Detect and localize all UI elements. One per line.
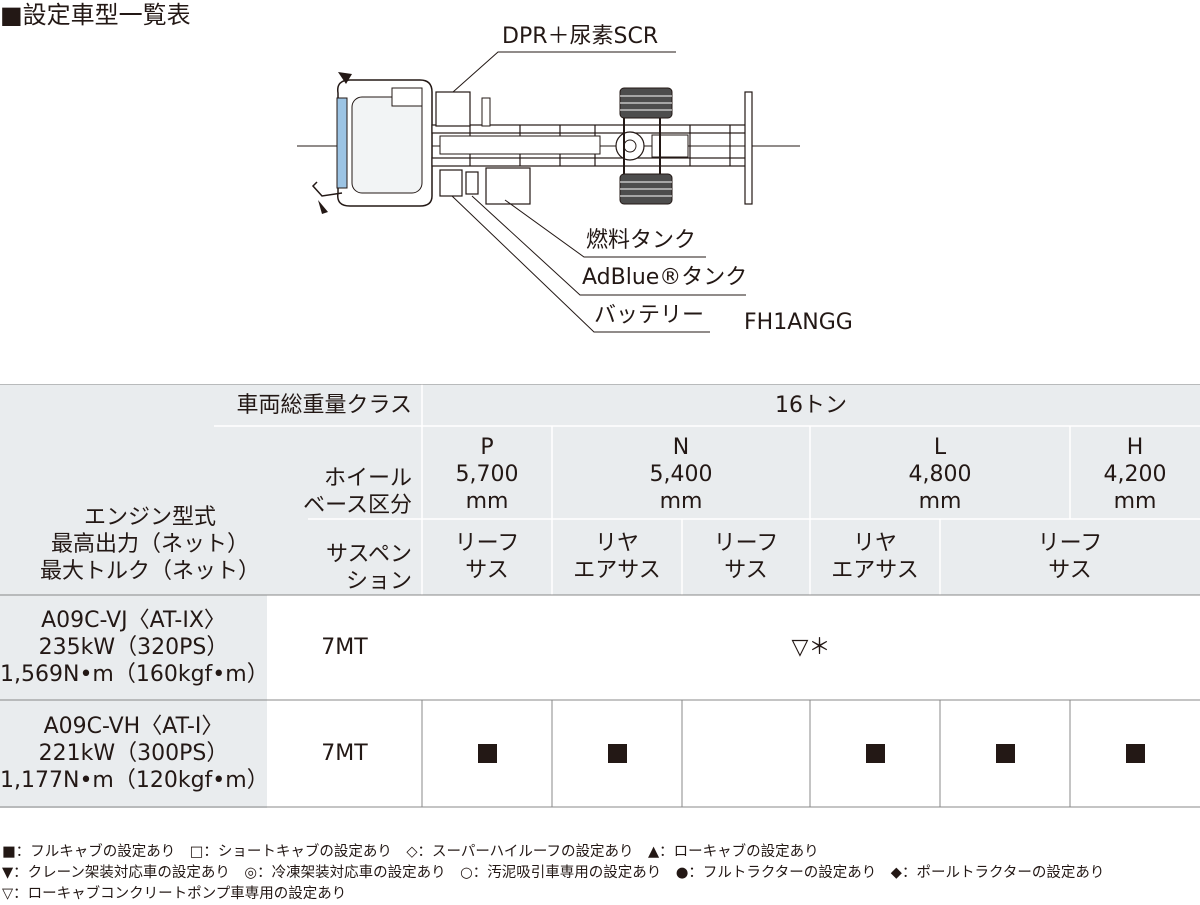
weight-class-value: 16トン bbox=[775, 392, 847, 418]
chassis-diagram bbox=[297, 51, 800, 333]
suspension-lh-leaf: リーフ サス bbox=[1037, 531, 1103, 583]
suspension-label: サスペン ション bbox=[325, 542, 412, 594]
legend: ■：フルキャブの設定あり □：ショートキャブの設定あり ◇：スーパーハイルーフの… bbox=[2, 842, 1104, 905]
label-battery: バッテリー bbox=[594, 303, 705, 328]
model-code: FH1ANGG bbox=[744, 310, 853, 335]
table-header-bg bbox=[0, 384, 1200, 595]
table-row-span-value: ▽＊ bbox=[791, 635, 831, 660]
suspension-n-air: リヤ エアサス bbox=[573, 531, 661, 583]
suspension-p: リーフ サス bbox=[454, 531, 520, 583]
table-row-transmission: 7MT bbox=[321, 635, 368, 660]
engine-header: エンジン型式 最高出力（ネット） 最大トルク（ネット） bbox=[39, 505, 260, 584]
label-fuel-tank: 燃料タンク bbox=[586, 228, 697, 253]
page-title: ■設定車型一覧表 bbox=[0, 1, 191, 29]
full-cab-mark bbox=[995, 744, 1015, 763]
mark-cell-n-air bbox=[552, 700, 682, 807]
wheelbase-p: P 5,700 mm bbox=[455, 434, 519, 514]
mark-cell-n-leaf bbox=[682, 700, 810, 807]
wheelbase-h: H 4,200 mm bbox=[1103, 434, 1167, 514]
full-cab-mark bbox=[607, 744, 627, 763]
legend-line: ▽：ローキャブコンクリートポンプ車専用の設定あり bbox=[2, 886, 347, 902]
legend-line: ▼：クレーン架装対応車の設定あり ◎：冷凍架装対応車の設定あり ○：汚泥吸引車専… bbox=[2, 865, 1105, 881]
suspension-l-air: リヤ エアサス bbox=[831, 531, 919, 583]
label-dpr-scr: DPR＋尿素SCR bbox=[502, 24, 659, 49]
table-row-engine: A09C-VH〈AT-Ⅰ〉 221kW（300PS） 1,177N•m（120k… bbox=[0, 714, 269, 793]
spec-table: 車両総重量クラス 16トン ホイール ベース区分 サスペン ション エンジン型式… bbox=[0, 384, 1200, 808]
table-row-transmission: 7MT bbox=[321, 741, 368, 766]
suspension-n-leaf: リーフ サス bbox=[713, 531, 779, 583]
label-adblue-tank: AdBlue®タンク bbox=[582, 265, 748, 290]
engine-column-bg bbox=[0, 595, 267, 808]
wheelbase-n: N 5,400 mm bbox=[649, 434, 713, 514]
mark-cell-l-leaf bbox=[940, 700, 1070, 807]
wheelbase-label: ホイール ベース区分 bbox=[303, 466, 412, 518]
mark-cell-h-leaf bbox=[1070, 700, 1200, 807]
full-cab-mark bbox=[865, 744, 885, 763]
full-cab-mark bbox=[1125, 744, 1145, 763]
legend-line: ■：フルキャブの設定あり □：ショートキャブの設定あり ◇：スーパーハイルーフの… bbox=[2, 844, 819, 860]
weight-class-label: 車両総重量クラス bbox=[236, 392, 412, 418]
full-cab-mark bbox=[477, 744, 497, 763]
table-grid bbox=[0, 384, 1200, 808]
wheelbase-l: L 4,800 mm bbox=[908, 434, 972, 514]
mark-cell-p bbox=[422, 700, 552, 807]
table-row-engine: A09C-VJ〈AT-IX〉 235kW（320PS） 1,569N•m（160… bbox=[0, 608, 269, 687]
mark-cell-l-air bbox=[810, 700, 940, 807]
